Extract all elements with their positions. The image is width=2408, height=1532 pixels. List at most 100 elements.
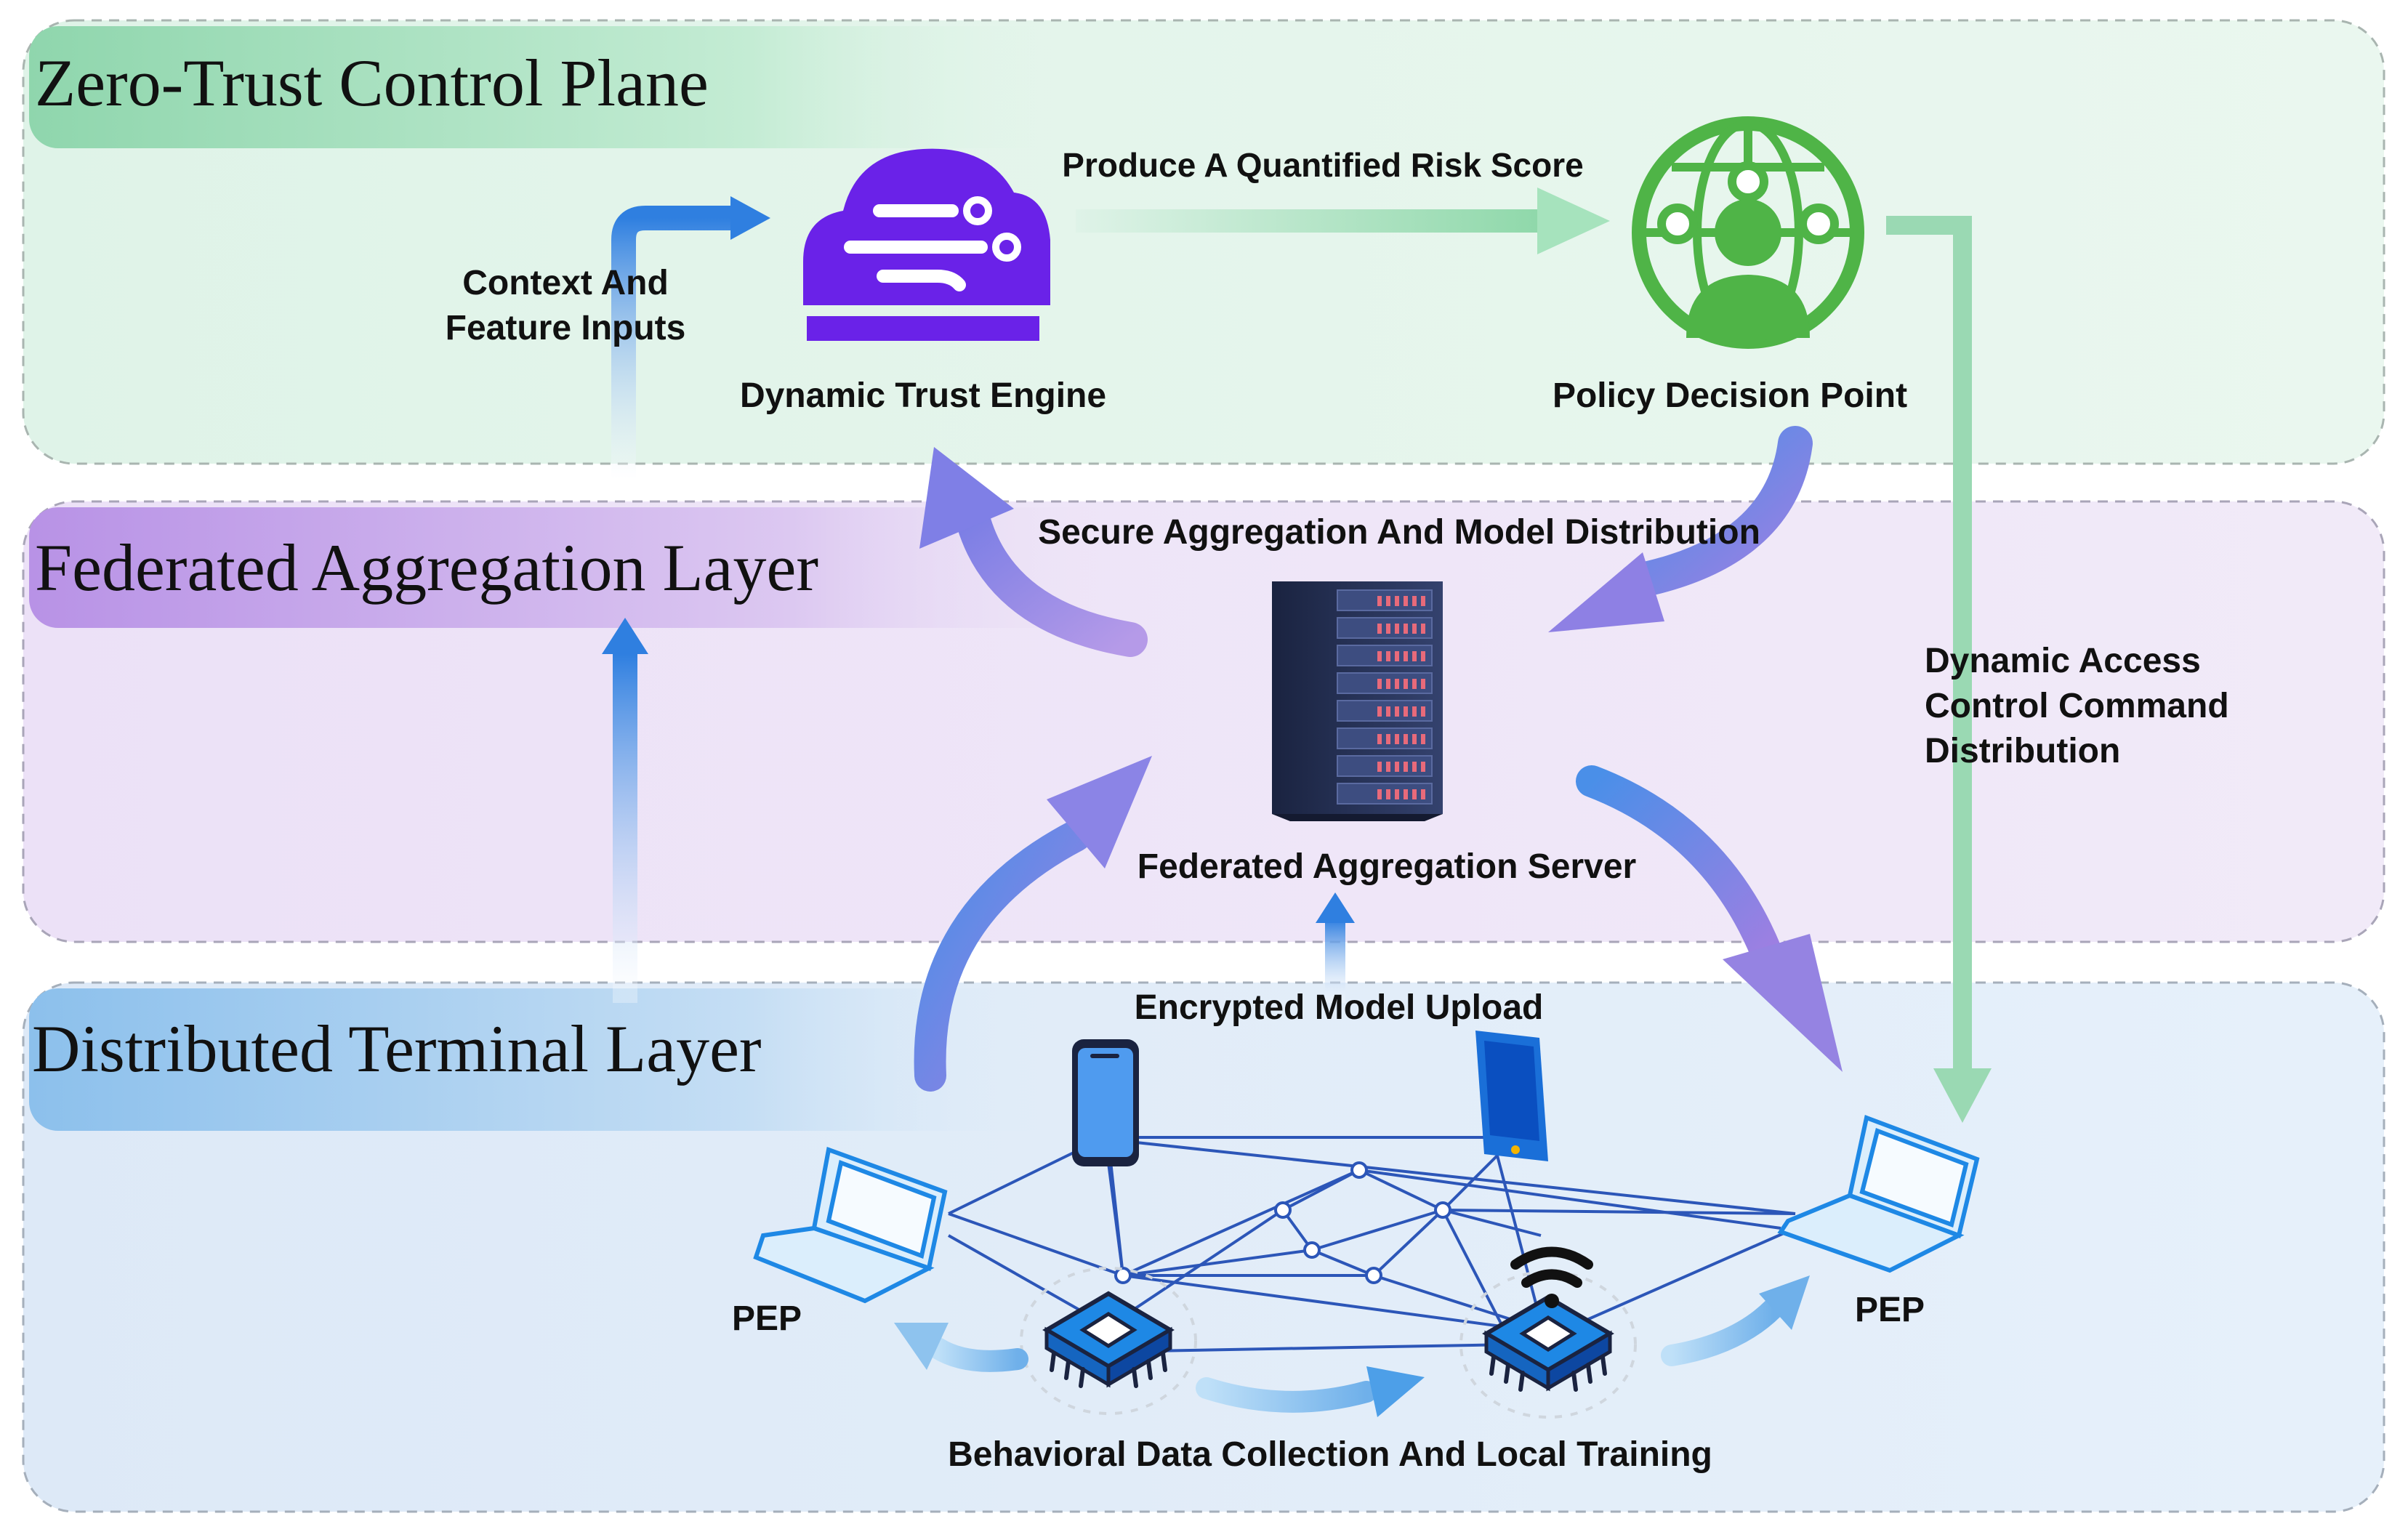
server-rack-unit	[1337, 755, 1433, 777]
server-indicator-light	[1404, 679, 1408, 689]
upload-label: Encrypted Model Upload	[1135, 988, 1544, 1027]
server-indicator-light	[1377, 679, 1382, 689]
server-indicator-light	[1412, 762, 1417, 772]
server-rack-unit	[1337, 783, 1433, 805]
server-rack-unit	[1337, 617, 1433, 639]
server-indicator-light	[1404, 596, 1408, 606]
server-rack-unit	[1337, 672, 1433, 694]
server-indicator-light	[1404, 651, 1408, 661]
context-inputs-label-2: Feature Inputs	[446, 309, 686, 347]
chip-to-left-laptop-arrow	[894, 1323, 1028, 1372]
server-indicator-light	[1421, 762, 1425, 772]
wifi-icon	[1510, 1246, 1593, 1308]
access-control-distribution-arrow	[1886, 216, 1992, 1123]
server-indicator-light	[1395, 651, 1399, 661]
server-indicator-light	[1386, 706, 1390, 717]
access-control-label-2: Control Command	[1925, 687, 2229, 725]
access-control-label-1: Dynamic Access	[1925, 642, 2201, 680]
access-control-label-3: Distribution	[1925, 732, 2120, 770]
risk-score-label: Produce A Quantified Risk Score	[1062, 146, 1583, 184]
server-indicator-light	[1386, 651, 1390, 661]
server-indicator-light	[1421, 706, 1425, 717]
server-indicator-light	[1386, 734, 1390, 744]
server-indicator-light	[1412, 734, 1417, 744]
pdp-label: Policy Decision Point	[1553, 376, 1907, 415]
server-indicator-light	[1395, 624, 1399, 634]
left-chip-icon	[1020, 1267, 1197, 1415]
server-icon	[1272, 581, 1443, 821]
server-indicator-light	[1404, 734, 1408, 744]
server-indicator-light	[1386, 762, 1390, 772]
server-indicator-light	[1395, 596, 1399, 606]
server-indicator-light	[1412, 624, 1417, 634]
layer-title-zero-trust: Zero-Trust Control Plane	[35, 46, 709, 120]
secure-aggregation-label: Secure Aggregation And Model Distributio…	[1038, 513, 1760, 552]
server-indicator-light	[1404, 624, 1408, 634]
server-indicator-light	[1395, 789, 1399, 799]
context-inputs-arrow	[611, 196, 770, 480]
network-nodes	[1114, 1161, 1451, 1284]
server-indicator-light	[1412, 596, 1417, 606]
tablet-icon	[1475, 1031, 1548, 1161]
server-indicator-light	[1395, 679, 1399, 689]
server-indicator-light	[1421, 734, 1425, 744]
server-indicator-light	[1377, 706, 1382, 717]
server-indicator-light	[1421, 789, 1425, 799]
network-mesh	[948, 1136, 1796, 1353]
right-chip-icon	[1459, 1270, 1637, 1419]
trust-engine-label: Dynamic Trust Engine	[740, 376, 1106, 415]
server-indicator-light	[1395, 762, 1399, 772]
chip-to-right-laptop-arrow	[1661, 1275, 1810, 1366]
terminal-to-server-arrow	[914, 756, 1152, 1092]
encrypted-upload-arrow	[1316, 892, 1355, 1003]
server-to-pep-arrow	[1576, 765, 1843, 1072]
server-indicator-light	[1421, 651, 1425, 661]
left-laptop-icon	[753, 1146, 948, 1304]
server-indicator-light	[1377, 734, 1382, 744]
server-indicator-light	[1404, 789, 1408, 799]
server-indicator-light	[1377, 651, 1382, 661]
chip-to-chip-arrow	[1196, 1366, 1425, 1417]
server-indicator-light	[1412, 651, 1417, 661]
pep-right-label: PEP	[1855, 1291, 1925, 1329]
server-indicator-light	[1395, 734, 1399, 744]
server-indicator-light	[1386, 789, 1390, 799]
context-inputs-label-1: Context And	[462, 264, 669, 302]
server-indicator-light	[1412, 789, 1417, 799]
server-indicator-light	[1421, 679, 1425, 689]
behavioral-collection-label: Behavioral Data Collection And Local Tra…	[948, 1435, 1712, 1474]
server-indicator-light	[1377, 596, 1382, 606]
zero-trust-layer: Zero-Trust Control Plane	[22, 19, 2385, 465]
server-indicator-light	[1412, 706, 1417, 717]
risk-score-arrow	[1076, 188, 1610, 254]
server-indicator-light	[1412, 679, 1417, 689]
server-indicator-light	[1421, 624, 1425, 634]
layer-title-federated: Federated Aggregation Layer	[35, 531, 818, 605]
server-rack-unit	[1337, 589, 1433, 611]
pep-left-label: PEP	[732, 1299, 802, 1338]
server-indicator-light	[1386, 624, 1390, 634]
trust-engine-icon	[803, 148, 1050, 341]
server-indicator-light	[1377, 624, 1382, 634]
policy-decision-point-icon	[1632, 116, 1864, 349]
server-indicator-light	[1386, 596, 1390, 606]
server-to-engine-arrow	[919, 447, 1148, 657]
server-indicator-light	[1386, 679, 1390, 689]
smartphone-icon	[1072, 1039, 1139, 1166]
server-indicator-light	[1404, 706, 1408, 717]
server-indicator-light	[1395, 706, 1399, 717]
server-rack-unit	[1337, 700, 1433, 722]
terminal-to-federated-arrow	[602, 618, 648, 1003]
server-label: Federated Aggregation Server	[1137, 847, 1636, 886]
right-laptop-icon	[1777, 1114, 1980, 1273]
server-indicator-light	[1404, 762, 1408, 772]
server-rack-unit	[1337, 727, 1433, 749]
server-indicator-light	[1377, 789, 1382, 799]
terminal-layer: Distributed Terminal Layer	[22, 981, 2385, 1513]
server-rack-unit	[1337, 645, 1433, 666]
pdp-to-server-arrow	[1548, 426, 1813, 632]
server-indicator-light	[1377, 762, 1382, 772]
server-indicator-light	[1421, 596, 1425, 606]
layer-title-terminal: Distributed Terminal Layer	[32, 1012, 762, 1086]
